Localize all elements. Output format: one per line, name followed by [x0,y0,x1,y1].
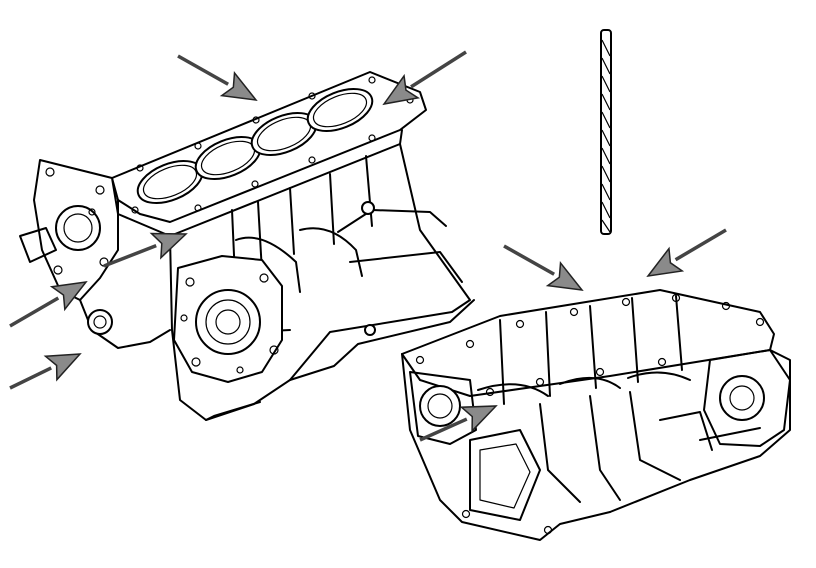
arrow-head [646,246,685,278]
arrow-head [382,73,420,106]
arrows-group [9,50,727,442]
arrow-shaft [177,54,229,86]
straightedge-icon [600,29,612,235]
arrow-head [49,281,88,312]
arrow-head [219,71,258,101]
arrow-icon [177,54,258,101]
arrow-head [149,232,188,260]
arrow-head [545,261,584,291]
arrow-icon [382,50,467,106]
arrow-icon [9,353,82,390]
arrow-icon [103,232,188,268]
arrow-head [43,353,82,382]
arrow-head [459,405,498,433]
arrow-shaft [674,228,727,262]
arrow-shaft [9,296,60,328]
arrow-icon [419,405,498,442]
arrow-shaft [9,366,52,390]
arrow-shaft [503,244,555,276]
arrow-icon [9,281,88,328]
arrow-icon [646,228,727,278]
engine-block-upper-icon [19,71,475,421]
arrow-shaft [103,244,157,268]
arrow-shaft [410,50,467,89]
arrow-icon [503,244,584,291]
engine-block-lower-icon [401,289,791,541]
arrow-shaft [419,417,468,442]
